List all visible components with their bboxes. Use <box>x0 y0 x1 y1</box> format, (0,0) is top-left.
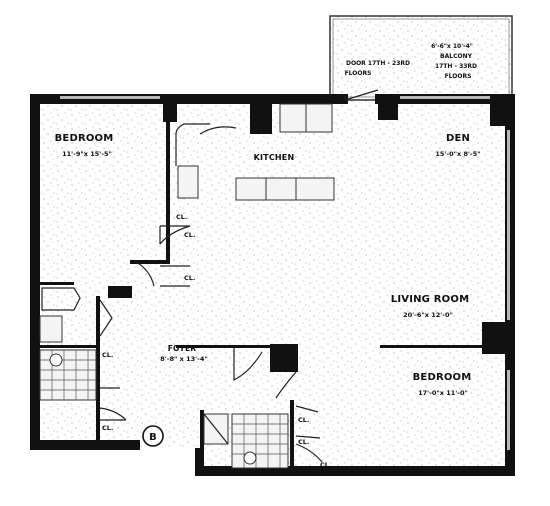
bedroom-2-dims: 17'-0"x 11'-0" <box>418 389 468 397</box>
bedroom-1-dims: 11'-9"x 15'-5" <box>62 150 112 158</box>
door-note-floors: FLOORS <box>345 70 372 77</box>
balcony-name: BALCONY <box>440 53 473 60</box>
closet-label: CL. <box>176 213 187 221</box>
closet-label: CL. <box>102 351 113 359</box>
exterior-walls <box>30 94 515 476</box>
closet-label: CL. <box>320 461 331 469</box>
closets-and-doors <box>99 89 379 463</box>
structural-columns <box>108 94 512 372</box>
door-note-range: DOOR 17TH - 23RD <box>346 60 410 67</box>
balcony-floors-label: FLOORS <box>445 73 472 80</box>
floor-texture <box>36 16 512 470</box>
closet-label: CL. <box>298 438 309 446</box>
bedroom-2-name: BEDROOM <box>413 372 472 383</box>
foyer-dims: 8'-8" x 13'-4" <box>160 355 207 363</box>
balcony-dims: 6'-6"x 10'-4" <box>431 43 473 50</box>
foyer-name: FOYER <box>168 344 197 353</box>
kitchen-name: KITCHEN <box>254 153 295 162</box>
interior-walls <box>40 104 482 470</box>
room-labels: BEDROOM 11'-9"x 15'-5" KITCHEN DEN 15'-0… <box>55 133 481 397</box>
living-room-name: LIVING ROOM <box>391 294 469 305</box>
closet-label: CL. <box>184 274 195 282</box>
kitchen-fixtures <box>175 103 335 201</box>
den-dims: 15'-0"x 8'-5" <box>435 150 480 158</box>
den-name: DEN <box>446 133 470 144</box>
entry-marker-label: B <box>149 432 157 443</box>
living-room-dims: 20'-6"x 12'-0" <box>403 311 453 319</box>
closet-labels: CL. CL. CL. CL. CL. CL. CL. CL. <box>102 213 331 469</box>
closet-label: CL. <box>102 424 113 432</box>
closet-label: CL. <box>184 231 195 239</box>
entry-marker: B <box>142 425 164 447</box>
bedroom-1-name: BEDROOM <box>55 133 114 144</box>
balcony-notes: 6'-6"x 10'-4" BALCONY 17TH - 33RD FLOORS… <box>345 43 477 80</box>
closet-label: CL. <box>298 416 309 424</box>
bathroom-1 <box>39 287 97 401</box>
bathroom-2 <box>203 413 289 469</box>
balcony-floors-range: 17TH - 33RD <box>435 63 477 70</box>
